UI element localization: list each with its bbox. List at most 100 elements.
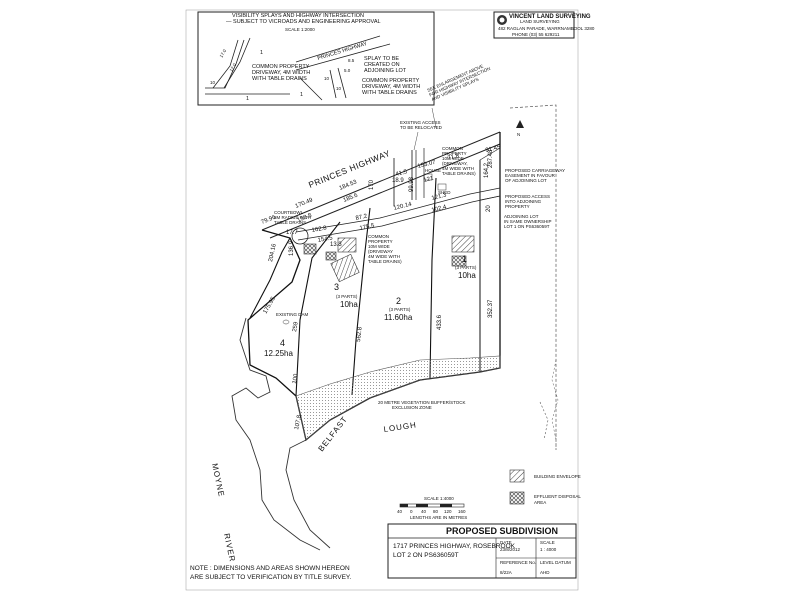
company-tag: LAND SURVEYING bbox=[520, 19, 560, 24]
title-block-scale-label: SCALE bbox=[540, 540, 555, 545]
common-property-north bbox=[295, 187, 501, 233]
river-bank-west bbox=[231, 317, 321, 551]
lot-4-number: 4 bbox=[280, 338, 285, 348]
title-block-datum-label: LEVEL DATUM bbox=[540, 560, 571, 565]
footer-note-line-1: NOTE : DIMENSIONS AND AREAS SHOWN HEREON bbox=[190, 565, 350, 572]
svg-text:N: N bbox=[517, 132, 520, 137]
highway-edge-south bbox=[269, 143, 501, 239]
water-moyne: MOYNE bbox=[210, 463, 226, 498]
title-block-address-2: LOT 2 ON PS636059T bbox=[393, 552, 459, 559]
house-label: HOUSE bbox=[425, 168, 441, 173]
inset-dim-3: 10 bbox=[210, 80, 216, 85]
title-block-date: 23/8/2012 bbox=[500, 547, 521, 552]
inset-dim-1: 17.0 bbox=[219, 48, 228, 59]
scale-tick-5: 160 bbox=[458, 509, 466, 514]
title-block-datum: AHD bbox=[540, 570, 550, 575]
water-lough: LOUGH bbox=[383, 420, 417, 434]
inset-road-label: PRINCES HIGHWAY bbox=[317, 41, 368, 62]
dim-cp-3: 102.4 bbox=[431, 204, 448, 214]
scale-tick-0: 40 bbox=[397, 509, 403, 514]
lot-2-parts: (3 PARTS) bbox=[389, 307, 411, 312]
lot-4-area: 12.25ha bbox=[264, 349, 293, 358]
inset-dim-6: 8.5 bbox=[348, 58, 355, 63]
building-envelope-lot3 bbox=[330, 253, 360, 283]
dim-cp-5: 175.5 bbox=[359, 223, 376, 232]
house-marker bbox=[423, 173, 433, 181]
inset-dim-5: 5.0 bbox=[344, 68, 351, 73]
dim-hw-4: 152.8 bbox=[297, 212, 314, 223]
title-block-date-label: DATE bbox=[500, 540, 512, 545]
dim-hw-5: 79.96 bbox=[261, 214, 278, 225]
dim-cp-6: 162.8 bbox=[311, 225, 327, 234]
dim-v-2: 170 bbox=[369, 179, 375, 190]
dim-cp-10: 13.3 bbox=[330, 242, 342, 248]
legend-effluent-swatch bbox=[509, 491, 525, 505]
dim-cp-2: 120.14 bbox=[393, 202, 413, 212]
company-address: 482 RAGLAN PARADE, WARRNAMBOOL 3280 bbox=[498, 26, 595, 31]
inset-lot-label-2: 1 bbox=[260, 50, 263, 56]
dim-hw-2: 185.6 bbox=[343, 192, 360, 203]
scale-unit: LENGTHS ARE IN METRES bbox=[410, 515, 467, 520]
company-header: VINCENT LAND SURVEYING LAND SURVEYING 48… bbox=[493, 11, 595, 39]
lot-2-number: 2 bbox=[396, 296, 401, 306]
dim-hw-3: 170.49 bbox=[295, 197, 315, 210]
dim-cp-8: 17.7 bbox=[286, 230, 298, 236]
scale-tick-2: 40 bbox=[421, 509, 427, 514]
dim-v-1: 18.9 bbox=[392, 178, 404, 184]
inset-panel: VISIBILITY SPLAYS AND HIGHWAY INTERSECTI… bbox=[197, 11, 435, 106]
inset-scale: SCALE 1:2000 bbox=[285, 27, 315, 32]
vegetation-buffer bbox=[295, 355, 501, 441]
legend-building-label: BUILDING ENVELOPE bbox=[534, 474, 581, 479]
inset-right-drawing bbox=[295, 35, 391, 101]
title-block-address-1: 1717 PRINCES HIGHWAY, ROSEBROOK bbox=[393, 543, 516, 550]
title-block-ref: 8/22A bbox=[500, 570, 512, 575]
lot-3-area: 10ha bbox=[340, 300, 358, 309]
title-block-ref-label: REFERENCE No. bbox=[500, 560, 536, 565]
building-envelope-lot1 bbox=[451, 235, 475, 253]
dim-cp-4: 87.2 bbox=[355, 214, 368, 222]
note-intersection: SEE ENLARGEMENT ABOVEFOR HIGHWAY INTERSE… bbox=[426, 61, 493, 102]
inset-left-drawing bbox=[205, 37, 290, 95]
effluent-area-lot3 bbox=[325, 251, 337, 261]
dim-cp-7: 154.5 bbox=[317, 235, 333, 244]
water-river: RIVER bbox=[222, 533, 237, 564]
scale-bar: SCALE 1:4000 40 0 40 80 120 160 LENGTHS … bbox=[397, 496, 467, 520]
building-envelope-lot2 bbox=[337, 237, 357, 253]
shed-label: SHED bbox=[438, 190, 451, 195]
scale-tick-3: 80 bbox=[433, 509, 439, 514]
dim-top-5: 121 bbox=[423, 176, 435, 184]
sheet-frame bbox=[185, 9, 579, 591]
dam-marker bbox=[282, 319, 290, 325]
title-block-title: PROPOSED SUBDIVISION bbox=[446, 526, 558, 536]
lot-1-area: 10ha bbox=[458, 271, 476, 280]
dim-top-2: 153.07 bbox=[417, 160, 437, 170]
lot-1-number: 1 bbox=[462, 254, 467, 264]
lot-3-number: 3 bbox=[334, 282, 339, 292]
dam-label: EXISTING DAM bbox=[276, 312, 309, 317]
lot-2-area: 11.60ha bbox=[384, 313, 413, 322]
scale-ratio: SCALE 1:4000 bbox=[424, 496, 454, 501]
dim-cp-9: 136.9 bbox=[289, 240, 295, 256]
lot-line-3-2 bbox=[295, 221, 341, 397]
company-name: VINCENT LAND SURVEYING bbox=[509, 14, 591, 20]
inset-dim-2: 12.0 bbox=[229, 62, 238, 73]
dim-top-3: 71.8 bbox=[447, 153, 460, 162]
title-block: PROPOSED SUBDIVISION 1717 PRINCES HIGHWA… bbox=[387, 523, 577, 579]
footer-note-line-2: ARE SUBJECT TO VERIFICATION BY TITLE SUR… bbox=[190, 574, 351, 581]
dim-top-4: 41.5 bbox=[395, 169, 408, 178]
adjoining-boundary bbox=[509, 104, 557, 450]
inset-dim-7: 10 bbox=[336, 86, 342, 91]
inset-lot-label-1: 1 bbox=[246, 96, 249, 102]
shed-marker bbox=[437, 183, 447, 191]
